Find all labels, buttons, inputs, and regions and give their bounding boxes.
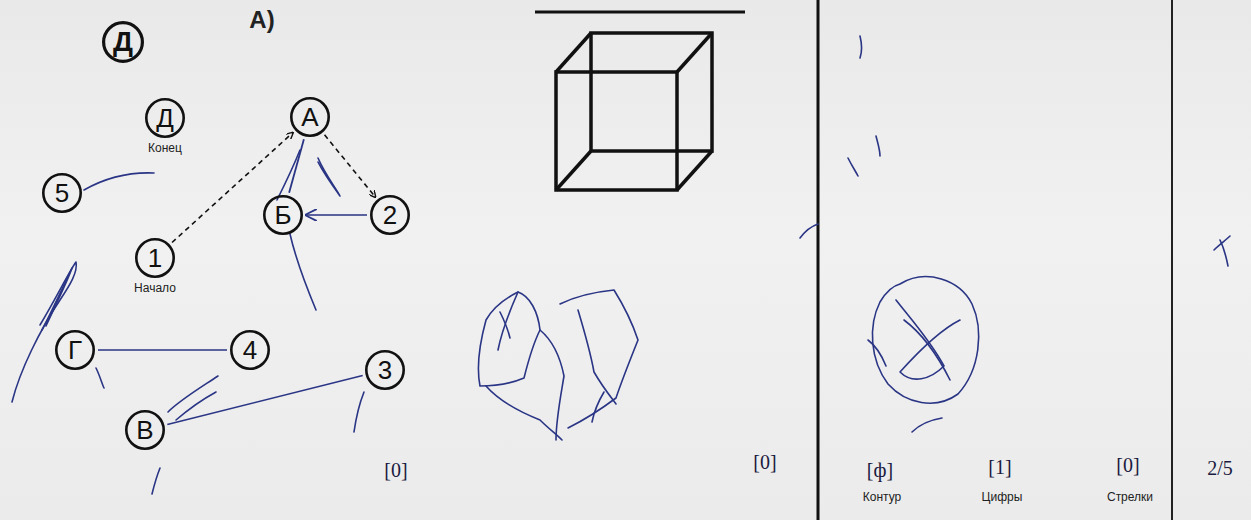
letter-circle: 2 [370, 195, 410, 235]
score-caption: Цифры [982, 491, 1023, 503]
connector [167, 376, 362, 425]
connector [98, 349, 227, 351]
circle-ring [136, 239, 173, 276]
circle-caption: Начало [134, 281, 176, 295]
circle-letter: 2 [383, 202, 397, 228]
circle-letter: В [136, 417, 153, 443]
letter-circle: Д [102, 21, 144, 63]
score-box: [0] [384, 460, 407, 480]
connector [306, 214, 367, 216]
cube-figure [556, 33, 712, 190]
circle-ring [231, 331, 268, 368]
letter-circle: 1Начало [135, 238, 175, 278]
letter-circle: ДКонец [145, 98, 185, 138]
score-box: [1] [988, 457, 1011, 477]
circle-letter: Д [156, 105, 174, 131]
circle-letter: 5 [55, 180, 69, 206]
circle-letter: Д [113, 28, 133, 56]
rule-line [535, 11, 745, 14]
circle-letter: 4 [243, 337, 257, 363]
circle-ring [371, 196, 408, 233]
circle-ring [146, 99, 183, 136]
circle-ring [366, 351, 403, 388]
circle-letter: 3 [378, 357, 392, 383]
score-caption: Стрелки [1107, 491, 1153, 503]
circle-ring [56, 331, 93, 368]
score-caption: Контур [863, 491, 901, 503]
divider-line [1171, 0, 1173, 520]
letter-circle: 5 [42, 173, 82, 213]
circle-letter: Г [68, 337, 82, 363]
letter-circle: 4 [230, 330, 270, 370]
connector [289, 139, 304, 193]
letter-circle: Б [263, 195, 303, 235]
circle-caption: Конец [148, 141, 182, 155]
circle-letter: Б [274, 202, 291, 228]
handwritten-score: 2/5 [1207, 458, 1233, 478]
circle-ring [104, 23, 143, 62]
letter-circle: А [290, 97, 330, 137]
divider-line [817, 0, 820, 520]
score-box: [0] [753, 452, 776, 472]
connector [325, 135, 376, 197]
letter-circle: В [125, 410, 165, 450]
bleed-text: А) [249, 8, 274, 32]
circle-ring [291, 98, 328, 135]
score-box: [0] [1116, 455, 1139, 475]
connector [172, 132, 293, 242]
circle-letter: А [301, 104, 318, 130]
letter-circle: 3 [365, 350, 405, 390]
circle-letter: 1 [148, 245, 162, 271]
letter-circle: Г [55, 330, 95, 370]
circle-ring [126, 411, 163, 448]
handwritten-strokes [12, 36, 1230, 494]
circle-ring [264, 196, 301, 233]
score-box: [ф] [867, 460, 893, 480]
circle-ring [43, 174, 80, 211]
